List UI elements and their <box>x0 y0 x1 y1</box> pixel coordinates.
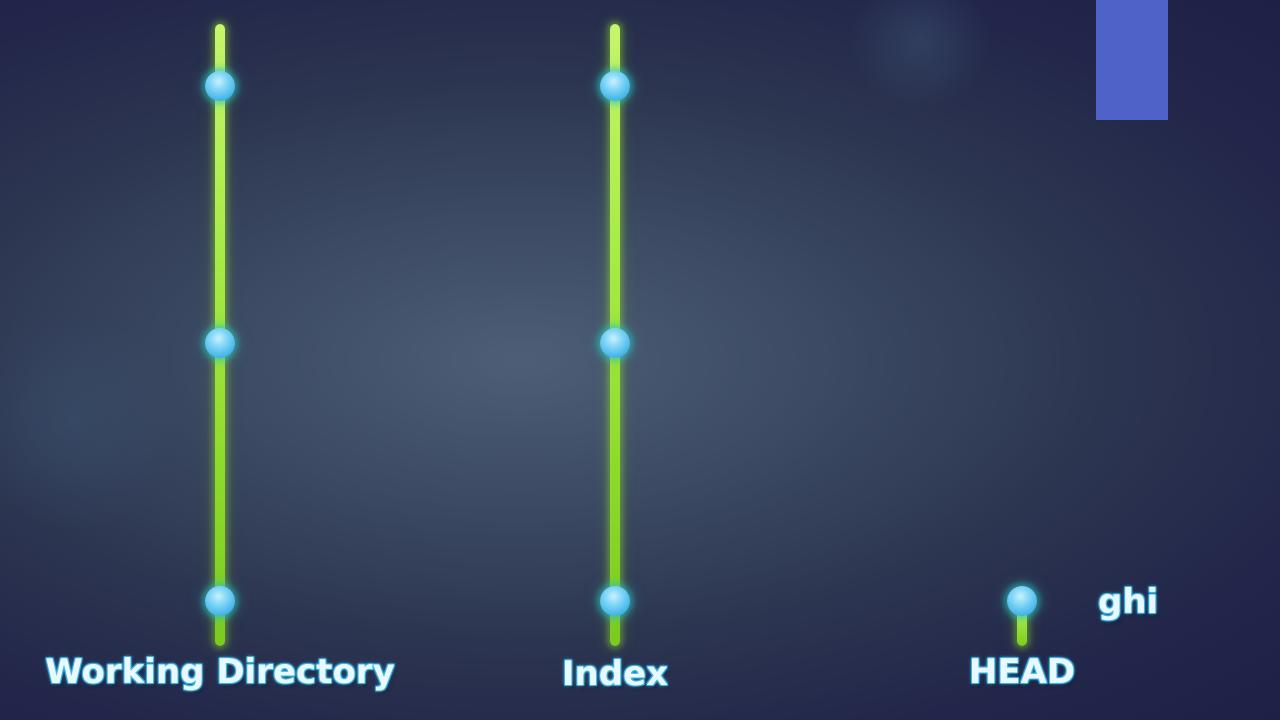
working-directory-label: Working Directory <box>45 652 395 692</box>
head-line <box>1017 602 1027 646</box>
working-directory-node <box>205 586 235 616</box>
working-directory-node <box>205 71 235 101</box>
index-label: Index <box>561 654 669 694</box>
index-node <box>600 71 630 101</box>
index-node <box>600 328 630 358</box>
head-label: HEAD <box>968 652 1076 692</box>
head-file-label: ghi <box>1098 582 1159 622</box>
index-node <box>600 586 630 616</box>
working-directory-node <box>205 328 235 358</box>
accent-rectangle <box>1096 0 1168 120</box>
head-node <box>1007 586 1037 616</box>
